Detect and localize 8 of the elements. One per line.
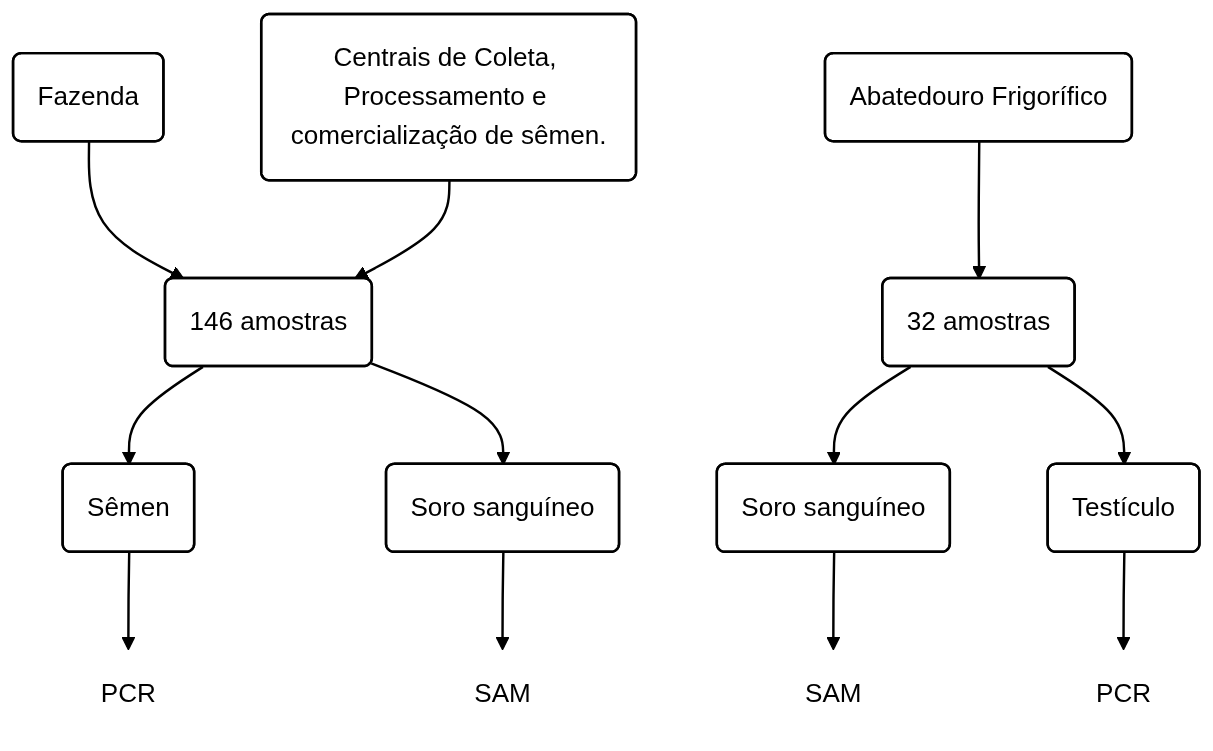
node-text: PCR — [1096, 678, 1152, 707]
arrow — [1116, 552, 1131, 650]
node-text: PCR — [100, 678, 156, 707]
node-text: SAM — [805, 678, 862, 707]
node-text: SAM — [474, 678, 531, 707]
arrow — [826, 552, 841, 650]
arrow — [121, 552, 136, 650]
arrow — [495, 552, 510, 650]
